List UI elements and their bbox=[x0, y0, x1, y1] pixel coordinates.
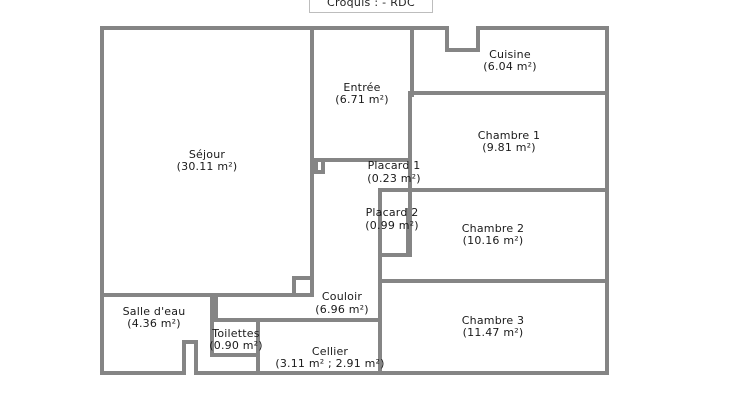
room-area: (0.23 m²) bbox=[367, 172, 421, 185]
room-area: (4.36 m²) bbox=[127, 317, 181, 330]
room-area: (11.47 m²) bbox=[463, 326, 524, 339]
room-name: Placard 1 bbox=[368, 159, 421, 172]
plan-title: Croquis : - RDC bbox=[309, 0, 433, 13]
room-area: (6.04 m²) bbox=[483, 60, 537, 73]
room-toilettes: Toilettes (0.90 m²) bbox=[209, 327, 263, 352]
outer-wall bbox=[100, 26, 609, 375]
room-area: (30.11 m²) bbox=[177, 160, 238, 173]
room-cuisine: Cuisine (6.04 m²) bbox=[483, 48, 537, 73]
room-name: Placard 2 bbox=[366, 206, 419, 219]
room-name: Salle d'eau bbox=[123, 305, 186, 318]
room-name: Cellier bbox=[312, 345, 349, 358]
room-area: (0.99 m²) bbox=[365, 219, 419, 232]
room-area: (3.11 m² ; 2.91 m²) bbox=[275, 357, 384, 370]
room-area: (10.16 m²) bbox=[463, 234, 524, 247]
room-salle-deau: Salle d'eau (4.36 m²) bbox=[123, 305, 186, 330]
room-chambre1: Chambre 1 (9.81 m²) bbox=[478, 129, 540, 154]
walls bbox=[100, 26, 609, 375]
room-name: Entrée bbox=[343, 81, 380, 94]
room-placard2: Placard 2 (0.99 m²) bbox=[365, 206, 419, 232]
room-couloir: Couloir (6.96 m²) bbox=[315, 290, 369, 316]
room-entree: Entrée (6.71 m²) bbox=[335, 81, 389, 106]
room-name: Séjour bbox=[189, 148, 226, 161]
room-name: Chambre 2 bbox=[462, 222, 524, 235]
room-name: Toilettes bbox=[211, 327, 259, 340]
placard2-wall bbox=[378, 188, 412, 257]
couloir-wall bbox=[214, 293, 382, 322]
room-area: (6.96 m²) bbox=[315, 303, 369, 316]
room-area: (6.71 m²) bbox=[335, 93, 389, 106]
chambre2-wall bbox=[378, 253, 609, 375]
entree-bottom-wall bbox=[314, 158, 412, 174]
room-name: Chambre 1 bbox=[478, 129, 540, 142]
room-area: (9.81 m²) bbox=[482, 141, 536, 154]
room-name: Chambre 3 bbox=[462, 314, 524, 327]
room-name: Couloir bbox=[322, 290, 362, 303]
room-placard1: Placard 1 (0.23 m²) bbox=[367, 159, 421, 185]
room-cellier: Cellier (3.11 m² ; 2.91 m²) bbox=[275, 345, 384, 370]
sejour-wall bbox=[292, 26, 314, 297]
room-area: (0.90 m²) bbox=[209, 339, 263, 352]
room-name: Cuisine bbox=[489, 48, 531, 61]
room-chambre3: Chambre 3 (11.47 m²) bbox=[462, 314, 524, 339]
toilettes-wall bbox=[210, 318, 260, 375]
room-chambre2: Chambre 2 (10.16 m²) bbox=[462, 222, 524, 247]
room-sejour: Séjour (30.11 m²) bbox=[177, 148, 238, 173]
